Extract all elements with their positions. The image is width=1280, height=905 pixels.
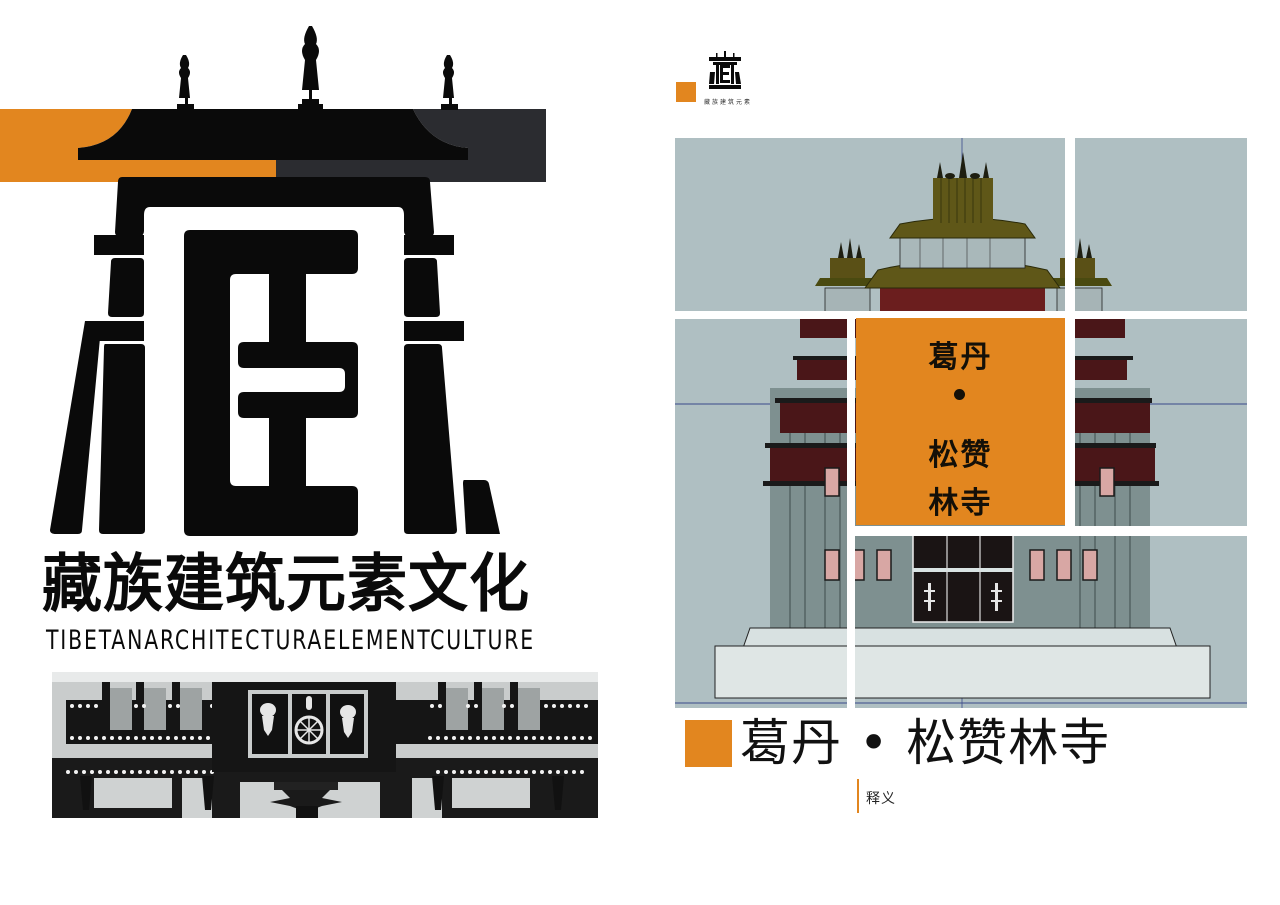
badge-separator-dot xyxy=(954,389,965,400)
facade-illustration-icon xyxy=(52,672,598,818)
subheading-accent-bar xyxy=(857,779,859,813)
badge-line-2: 松赞 xyxy=(928,438,993,473)
badge-line-3: 林寺 xyxy=(928,486,993,521)
mini-logo-caption: 藏族建筑元素 xyxy=(704,99,753,106)
tibetan-facade-photo xyxy=(52,672,598,818)
mini-logo xyxy=(705,50,745,92)
title-english: TIBETANARCHITECTURAELEMENTCULTURE xyxy=(46,625,536,656)
section-heading: 葛丹 • 松赞林寺 xyxy=(740,714,1111,772)
monastery-name-badge: 葛丹 松赞 林寺 xyxy=(856,318,1065,525)
tibetan-temple-gate-logo-icon xyxy=(0,26,546,536)
main-logo: 藏族建筑元素文化 TIBETANARCHITECTURAELEMENTCULTU… xyxy=(0,0,660,660)
tibetan-temple-gate-logo-icon xyxy=(709,51,741,89)
heading-orange-square xyxy=(685,720,732,767)
title-chinese: 藏族建筑元素文化 xyxy=(42,548,530,622)
badge-line-1: 葛丹 xyxy=(928,340,993,375)
orange-square-mark xyxy=(676,82,696,102)
section-subheading: 释义 xyxy=(866,791,896,807)
